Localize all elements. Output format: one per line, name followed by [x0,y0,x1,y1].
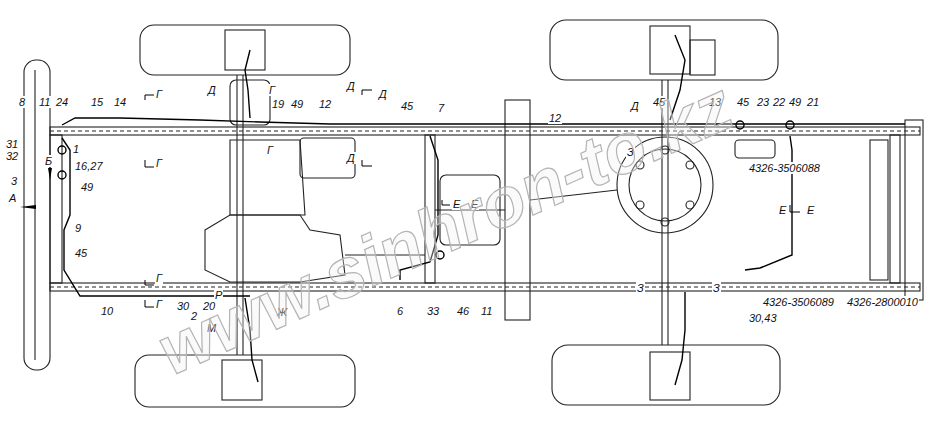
section-mark: Д [346,80,356,92]
callout-number: 11 [480,305,493,317]
callout-number: 4326-2800010 [846,296,919,308]
section-mark: Г [268,84,276,96]
callout-number: 11 [38,96,51,108]
callout-number: 22 [772,96,786,108]
callout-number: 49 [290,98,304,110]
callout-number: 10 [100,305,114,317]
section-mark: А [8,192,17,204]
section-mark: Б [44,155,53,167]
section-mark: Г [155,298,163,310]
callout-number: 46 [456,305,470,317]
section-mark: Г [155,88,163,100]
callout-number: 21 [806,96,820,108]
callout-number: 49 [788,96,802,108]
callout-number: 45 [74,247,88,259]
callout-number: 19 [271,98,285,110]
callout-number: 7 [437,102,445,114]
section-mark: Д [378,88,388,100]
section-mark: Д [346,152,356,164]
section-mark: Е [778,204,787,216]
callout-number: 33 [426,305,440,317]
callout-number: 12 [548,112,562,124]
section-mark: Г [155,272,163,284]
callout-number: 45 [400,100,414,112]
section-mark: Е [806,204,815,216]
callout-number: 4326-3506088 [748,162,821,174]
callout-number: 32 [5,150,19,162]
callout-number: 8 [18,96,26,108]
section-mark: З [636,282,645,294]
callout-number: 30,43 [748,312,778,324]
section-mark: Г [266,144,274,156]
callout-number: 9 [74,222,82,234]
callout-number: 16,27 [74,160,104,172]
callout-number: 31 [5,138,19,150]
callout-number: 14 [113,96,127,108]
callout-number: 49 [80,181,94,193]
callout-number: 15 [90,96,104,108]
section-mark: З [712,282,721,294]
callout-number: 4326-3506089 [762,296,835,308]
section-mark: Д [207,84,217,96]
callout-number: 45 [736,96,750,108]
callout-number: 3 [10,175,18,187]
callout-number: 1 [72,143,80,155]
callout-number: 6 [396,305,404,317]
callout-number: 24 [55,96,69,108]
callout-number: 23 [756,96,770,108]
callout-number: 12 [318,98,332,110]
section-mark: Г [155,157,163,169]
